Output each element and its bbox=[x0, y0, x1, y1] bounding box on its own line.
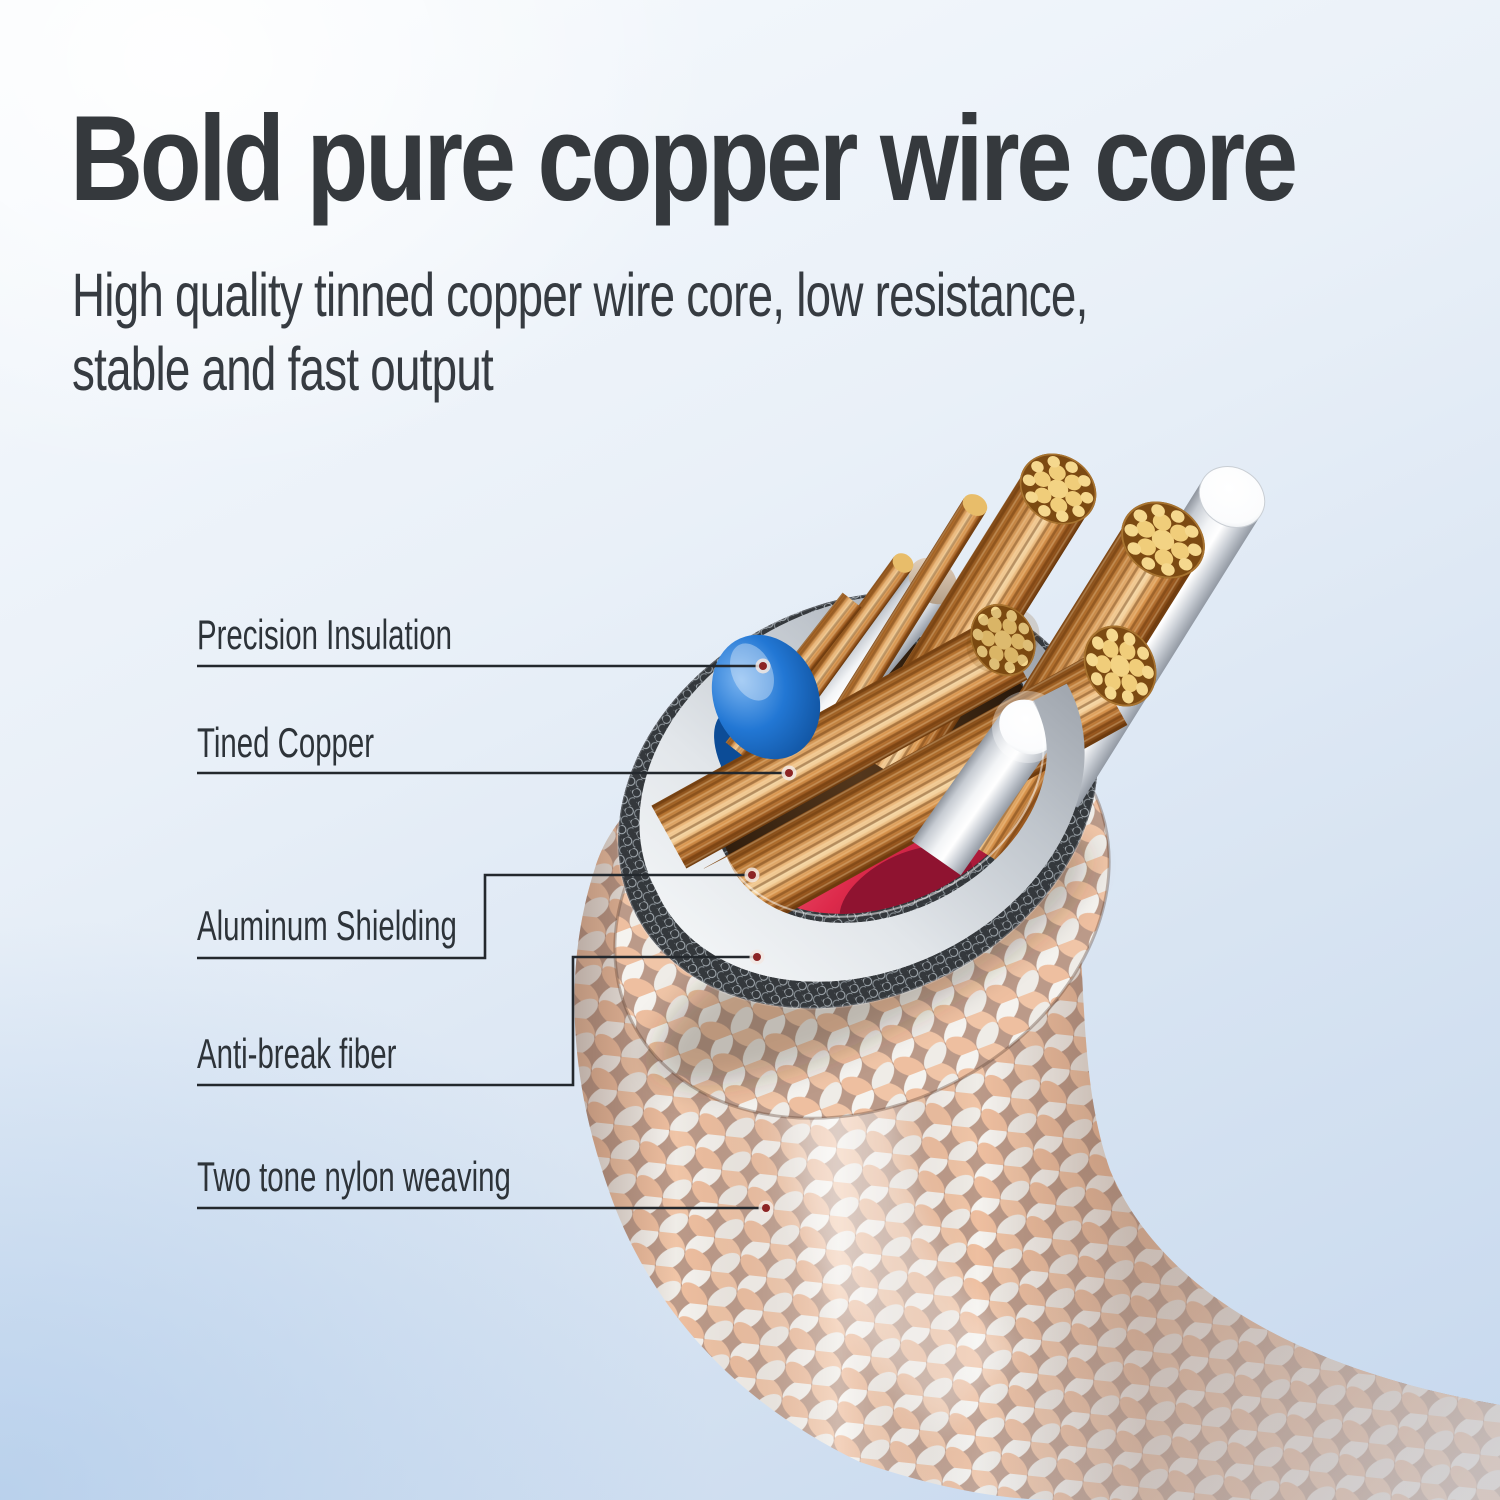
callout-dot-aluminum-shielding bbox=[744, 867, 760, 883]
callout-dot-anti-break-fiber bbox=[749, 949, 765, 965]
page-title: Bold pure copper wire core bbox=[70, 90, 1298, 226]
callout-label-tined-copper: Tined Copper bbox=[197, 719, 375, 766]
callout-line-aluminum-shielding bbox=[197, 873, 752, 960]
callout-dots bbox=[744, 658, 797, 1216]
callout-label-aluminum-shielding: Aluminum Shielding bbox=[197, 902, 457, 949]
callout-label-two-tone-nylon: Two tone nylon weaving bbox=[197, 1153, 511, 1200]
callout-line-anti-break-fiber bbox=[197, 955, 757, 1087]
page-subtitle-line1: High quality tinned copper wire core, lo… bbox=[72, 261, 1088, 329]
callout-dot-tined-copper bbox=[781, 765, 797, 781]
page-subtitle: High quality tinned copper wire core, lo… bbox=[72, 258, 1088, 406]
callout-label-precision-insulation: Precision Insulation bbox=[197, 611, 452, 658]
callout-dot-precision-insulation bbox=[755, 658, 771, 674]
callout-label-anti-break-fiber: Anti-break fiber bbox=[197, 1030, 397, 1077]
callout-dot-two-tone-nylon bbox=[758, 1200, 774, 1216]
page-subtitle-line2: stable and fast output bbox=[72, 335, 494, 403]
copper-bundle-low-left bbox=[651, 591, 1050, 869]
callout-lines bbox=[197, 664, 789, 1210]
